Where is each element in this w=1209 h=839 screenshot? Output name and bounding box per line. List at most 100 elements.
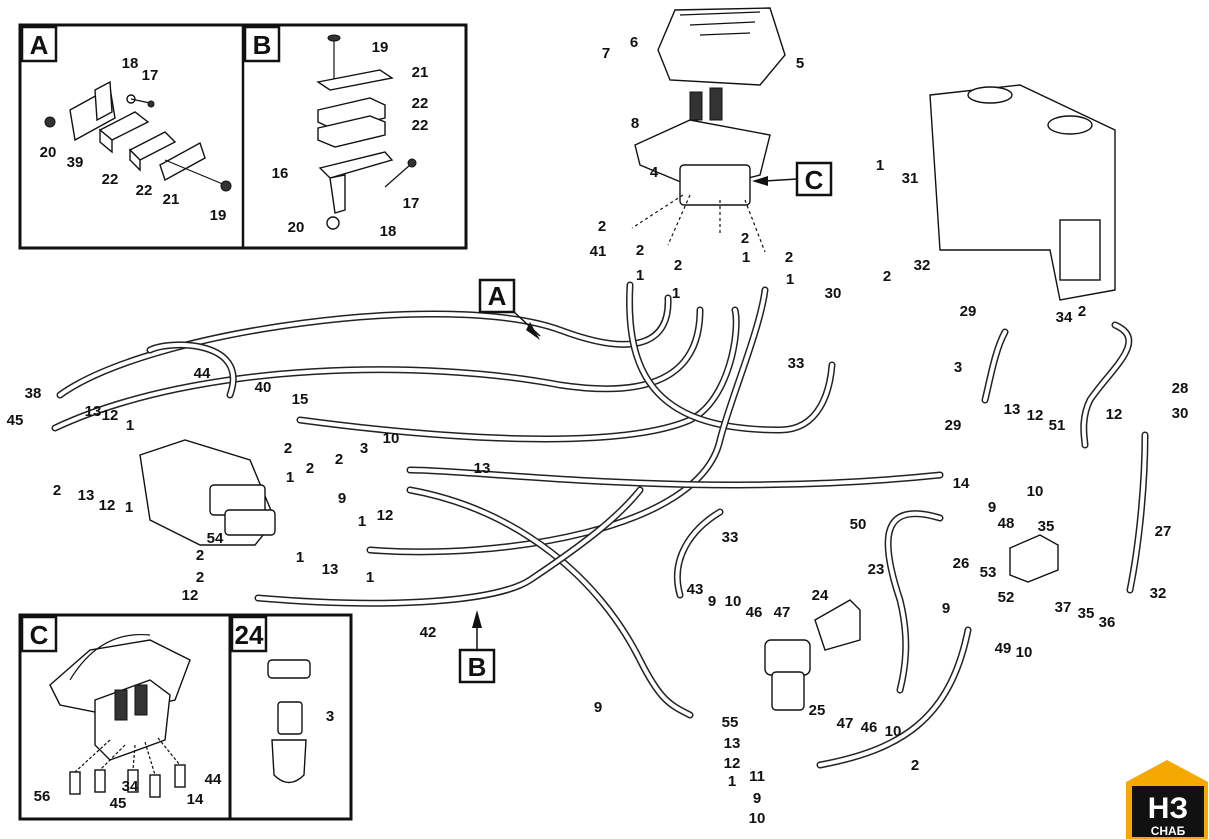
part-callout-79: 9: [988, 499, 996, 516]
part-callout-81: 50: [850, 516, 867, 533]
part-callout-48: 38: [25, 385, 42, 402]
part-callout-101: 47: [837, 715, 854, 732]
part-callout-25: 2: [785, 249, 793, 266]
part-callout-89: 35: [1078, 605, 1095, 622]
part-callout-16: 7: [602, 45, 610, 62]
part-callout-9: 17: [142, 67, 159, 84]
part-callout-72: 1: [296, 549, 304, 566]
inset-b-tag: B: [253, 30, 272, 60]
part-callout-114: 9: [753, 790, 761, 807]
distribution-block: [1009, 534, 1059, 583]
part-callout-49: 44: [194, 365, 211, 382]
part-callout-117: 56: [34, 788, 51, 805]
part-callout-110: 12: [724, 755, 741, 772]
part-callout-119: 45: [110, 795, 127, 812]
part-callout-39: 2: [1078, 303, 1086, 320]
part-callout-11: 39: [67, 154, 84, 171]
part-callout-6: 17: [403, 195, 420, 212]
part-callout-111: 1: [728, 773, 736, 790]
brand-logo: НЗ СНАБ: [1126, 760, 1208, 839]
part-callout-29: 1: [786, 271, 794, 288]
part-callout-2: 22: [412, 95, 429, 112]
inset-c-frame: C: [18, 613, 232, 821]
clamp-assembly-a: [44, 80, 232, 192]
part-callout-53: 13: [85, 403, 102, 420]
clamp-assembly-b: [316, 34, 417, 230]
part-callout-5: 20: [288, 219, 305, 236]
logo-top-text: НЗ: [1148, 792, 1188, 825]
part-callout-31: 1: [876, 157, 884, 174]
pointer-c: C: [752, 161, 833, 197]
pilot-valve: [634, 87, 771, 206]
part-callout-12: 22: [102, 171, 119, 188]
part-callout-57: 13: [78, 487, 95, 504]
part-callout-51: 15: [292, 391, 309, 408]
part-callout-107: 9: [594, 699, 602, 716]
part-callout-63: 2: [335, 451, 343, 468]
part-callout-3: 22: [412, 117, 429, 134]
part-callout-27: 1: [636, 267, 644, 284]
part-callout-7: 18: [380, 223, 397, 240]
part-callout-115: 10: [749, 810, 766, 827]
part-callout-47: 12: [1106, 406, 1123, 423]
part-callout-109: 13: [724, 735, 741, 752]
part-callout-82: 48: [998, 515, 1015, 532]
part-callout-54: 12: [102, 407, 119, 424]
svg-text:B: B: [468, 652, 487, 682]
part-callout-32: 31: [902, 170, 919, 187]
part-callout-69: 13: [474, 460, 491, 477]
part-callout-20: 4: [650, 164, 659, 181]
filter-housing: [764, 599, 861, 711]
part-callout-37: 33: [788, 355, 805, 372]
part-callout-55: 1: [126, 417, 134, 434]
part-callout-26: 2: [674, 257, 682, 274]
part-callout-67: 1: [358, 513, 366, 530]
part-callout-1: 21: [412, 64, 429, 81]
part-callout-35: 29: [960, 303, 977, 320]
inset-a-b-frame: A B: [18, 23, 468, 250]
part-callout-118: 34: [122, 778, 139, 795]
part-callout-23: 2: [636, 242, 644, 259]
part-callout-99: 23: [868, 561, 885, 578]
part-callout-71: 2: [196, 547, 204, 564]
part-callout-15: 19: [210, 207, 227, 224]
part-callout-87: 27: [1155, 523, 1172, 540]
part-callout-86: 52: [998, 589, 1015, 606]
part-callout-103: 10: [885, 723, 902, 740]
part-callout-65: 10: [383, 430, 400, 447]
inset-a-tag: A: [30, 30, 49, 60]
part-callout-113: 11: [749, 768, 765, 785]
part-callout-45: 12: [1027, 407, 1044, 424]
part-callout-46: 51: [1049, 417, 1066, 434]
inset-24-tag: 24: [235, 620, 264, 650]
part-callout-22: 41: [590, 243, 607, 260]
part-callout-108: 55: [722, 714, 739, 731]
part-callout-30: 1: [672, 285, 680, 302]
svg-text:C: C: [805, 165, 824, 195]
part-callout-59: 1: [125, 499, 133, 516]
part-callout-116: 3: [326, 708, 334, 725]
part-callout-112: 2: [911, 757, 919, 774]
part-callout-121: 44: [205, 771, 222, 788]
part-callout-84: 26: [953, 555, 970, 572]
filter-exploded: [267, 659, 311, 784]
part-callout-0: 19: [372, 39, 389, 56]
part-callout-41: 28: [1172, 380, 1189, 397]
part-callout-75: 13: [322, 561, 339, 578]
part-callout-4: 16: [272, 165, 289, 182]
valve-block-detail: [49, 633, 191, 798]
joystick-cover: [657, 7, 786, 86]
svg-text:A: A: [488, 281, 507, 311]
part-number-labels: 1921222216201718181720392222211976584241…: [7, 34, 1189, 827]
part-callout-68: 12: [377, 507, 394, 524]
part-callout-10: 20: [40, 144, 57, 161]
part-callout-52: 45: [7, 412, 24, 429]
part-callout-56: 2: [53, 482, 61, 499]
part-callout-76: 1: [366, 569, 374, 586]
part-callout-90: 36: [1099, 614, 1116, 631]
part-callout-95: 10: [725, 593, 742, 610]
hoses: [51, 281, 1149, 769]
pointer-b: B: [458, 610, 496, 684]
part-callout-80: 10: [1027, 483, 1044, 500]
